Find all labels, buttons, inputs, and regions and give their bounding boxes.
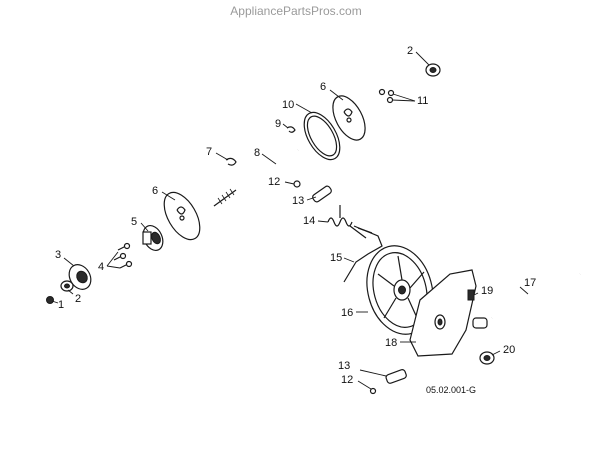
callout-17: 17 bbox=[524, 277, 536, 289]
callout-6-top: 6 bbox=[320, 81, 326, 93]
callout-18: 18 bbox=[385, 337, 397, 349]
part-7-clip bbox=[225, 157, 237, 166]
callout-2-lower: 2 bbox=[75, 293, 81, 305]
part-14-spring bbox=[327, 205, 353, 227]
callout-8: 8 bbox=[254, 147, 260, 159]
callout-9: 9 bbox=[275, 118, 281, 130]
callout-15: 15 bbox=[330, 252, 342, 264]
part-20-nut bbox=[479, 351, 495, 365]
part-6-cover-disc-lower bbox=[163, 191, 201, 241]
part-9-clip bbox=[286, 126, 296, 133]
watermark-text: AppliancePartsPros.com bbox=[230, 4, 361, 18]
callout-19: 19 bbox=[481, 285, 493, 297]
callout-12-top: 12 bbox=[268, 176, 280, 188]
callout-6-lower: 6 bbox=[152, 185, 158, 197]
part-2-bearing-lower bbox=[60, 280, 74, 292]
part-10-ring bbox=[303, 111, 341, 161]
callout-1: 1 bbox=[58, 299, 64, 311]
part-13-pin-top bbox=[312, 185, 332, 203]
callout-3: 3 bbox=[55, 249, 61, 261]
callout-20: 20 bbox=[503, 344, 515, 356]
diagram-reference-number: 05.02.001-G bbox=[426, 385, 476, 395]
part-6-cover-disc-top bbox=[332, 95, 366, 141]
part-11-screws bbox=[378, 88, 395, 104]
callout-16: 16 bbox=[341, 307, 353, 319]
part-3-bearing-housing bbox=[68, 264, 92, 290]
callout-4: 4 bbox=[98, 261, 104, 273]
part-5-gear-hub bbox=[142, 225, 164, 251]
callout-11: 11 bbox=[417, 95, 428, 107]
callout-12-lower: 12 bbox=[341, 374, 353, 386]
part-19-bolt bbox=[467, 289, 475, 301]
callout-7: 7 bbox=[206, 146, 212, 158]
part-4-bolts bbox=[113, 242, 133, 269]
callout-14: 14 bbox=[303, 215, 315, 227]
part-15-height-lever bbox=[343, 225, 383, 283]
part-13-pin-lower bbox=[385, 369, 407, 384]
callout-2-top: 2 bbox=[407, 45, 413, 57]
part-1-nut bbox=[46, 296, 54, 304]
callout-10: 10 bbox=[282, 99, 294, 111]
part-8-axle-shaft bbox=[213, 148, 299, 208]
part-17-rear-axle-rod bbox=[491, 272, 581, 320]
part-12-screw-top bbox=[293, 180, 301, 188]
callout-13-lower: 13 bbox=[338, 360, 350, 372]
part-18-side-bracket bbox=[409, 269, 477, 357]
callout-13-top: 13 bbox=[292, 195, 304, 207]
part-13-pin-bracket bbox=[472, 317, 488, 329]
part-2-nut-top bbox=[425, 63, 441, 77]
callout-5: 5 bbox=[131, 216, 137, 228]
part-12-screw-lower bbox=[369, 387, 377, 395]
